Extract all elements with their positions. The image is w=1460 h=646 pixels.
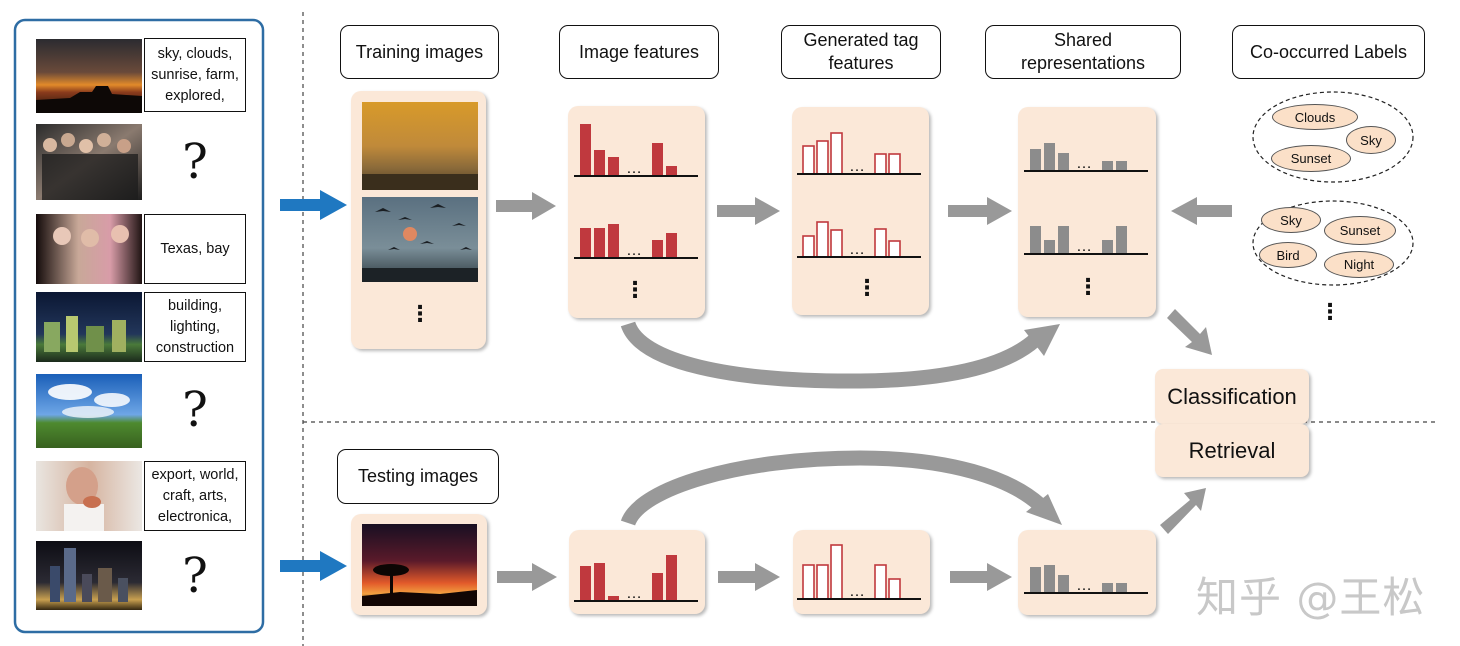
- sample-4-tag-line1: building,: [167, 297, 222, 314]
- sample-photo-city-skyline-night: [36, 541, 142, 610]
- label-group-2-item-1: Sky: [1261, 207, 1321, 233]
- sample-1-tag-line2: sunrise, farm,: [151, 66, 239, 83]
- sample-photo-girls-night: [36, 214, 142, 284]
- sample-photo-sunset-farm: [36, 39, 142, 113]
- shared-representations-label-line2: representations: [1020, 53, 1146, 73]
- sample-3-tags: Texas, bay: [144, 214, 246, 284]
- retrieval-label: Retrieval: [1188, 437, 1276, 463]
- arrow-testshared-to-output: [1160, 488, 1206, 534]
- shared-representations-title: Shared representations: [985, 25, 1181, 79]
- retrieval-box: Retrieval: [1155, 424, 1309, 477]
- arrow-shared-to-output: [1167, 309, 1212, 355]
- sample-1-tag-line3: explored,: [165, 87, 225, 104]
- curve-train-skip-head: [1024, 324, 1060, 356]
- test-image-features-panel: [569, 530, 705, 614]
- co-occurred-labels-label: Co-occurred Labels: [1249, 41, 1408, 62]
- sample-4-tags: building, lighting, construction: [144, 292, 246, 362]
- sample-4-tag-line3: construction: [155, 339, 235, 356]
- watermark: 知乎 @王松: [1196, 573, 1426, 622]
- label-group-1-item-1: Clouds: [1272, 104, 1358, 130]
- testing-image-panel: [351, 514, 487, 615]
- arrow-testtags-to-shared: [950, 563, 1012, 591]
- sample-6-tag-line3: electronica,: [157, 508, 233, 525]
- sample-6-tags: export, world, craft, arts, electronica,: [144, 461, 246, 531]
- shared-representations-more: ⋮: [1077, 274, 1099, 299]
- sample-2-unknown-tags: ?: [182, 134, 208, 190]
- test-tag-features-panel: [793, 530, 930, 614]
- curve-train-skip: [620, 321, 1040, 389]
- curve-test-skip-head: [1026, 494, 1062, 525]
- blue-arrow-training: [280, 190, 347, 220]
- sample-5-unknown-tags: ?: [182, 382, 208, 438]
- generated-tag-features-title: Generated tag features: [781, 25, 941, 79]
- training-images-more: ⋮: [409, 301, 431, 326]
- label-group-1-outline: [1252, 91, 1414, 183]
- label-group-2-item-2: Sunset: [1324, 216, 1396, 245]
- arrow-train-to-features: [496, 192, 556, 220]
- sample-6-tag-line2: craft, arts,: [162, 487, 228, 504]
- arrow-features-to-tags: [717, 197, 780, 225]
- sample-photo-blue-sky-field: [36, 374, 142, 448]
- sample-1-tag-line1: sky, clouds,: [157, 45, 233, 62]
- blue-arrows: [280, 190, 347, 581]
- sample-6-tag-line1: export, world,: [151, 466, 239, 483]
- testing-images-title: Testing images: [337, 449, 499, 504]
- sample-photo-group-party: [36, 124, 142, 200]
- image-features-label: Image features: [578, 41, 700, 62]
- classification-box: Classification: [1155, 369, 1309, 424]
- sample-4-tag-line2: lighting,: [170, 318, 220, 335]
- shared-representations-panel: [1018, 107, 1156, 317]
- arrow-tags-to-shared: [948, 197, 1012, 225]
- testing-images-label: Testing images: [357, 466, 479, 486]
- training-images-label: Training images: [355, 41, 484, 62]
- curve-test-skip: [620, 450, 1046, 527]
- label-group-2-item-3: Bird: [1259, 242, 1317, 268]
- co-occurred-labels-title: Co-occurred Labels: [1232, 25, 1425, 79]
- image-features-more: ⋮: [624, 277, 646, 302]
- sample-3-tag-line1: Texas, bay: [160, 240, 230, 257]
- sample-7-unknown-tags: ?: [182, 548, 208, 604]
- tag-features-panel: [792, 107, 929, 315]
- test-shared-panel: [1018, 530, 1156, 615]
- shared-representations-label-line1: Shared: [1053, 30, 1113, 50]
- blue-arrow-testing: [280, 551, 347, 581]
- classification-label: Classification: [1167, 383, 1297, 409]
- arrow-labels-to-shared: [1171, 197, 1232, 225]
- label-groups-more: ⋮: [1319, 299, 1341, 324]
- sample-1-tags: sky, clouds, sunrise, farm, explored,: [144, 38, 246, 112]
- sample-photo-person-eating: [36, 461, 142, 531]
- arrow-testfeatures-to-tags: [718, 563, 780, 591]
- arrow-test-to-features: [497, 563, 557, 591]
- generated-tag-features-label-line1: Generated tag: [803, 30, 919, 50]
- sample-photo-construction-night: [36, 292, 142, 362]
- label-group-1-item-3: Sunset: [1271, 145, 1351, 172]
- label-group-2-outline: [1252, 200, 1414, 286]
- label-group-1-item-2: Sky: [1346, 126, 1396, 154]
- image-features-title: Image features: [559, 25, 719, 79]
- gray-arrows: [496, 192, 1232, 591]
- label-group-2-item-4: Night: [1324, 251, 1394, 278]
- generated-tag-features-label-line2: features: [828, 53, 894, 73]
- tag-features-more: ⋮: [856, 275, 878, 300]
- training-images-title: Training images: [340, 25, 499, 79]
